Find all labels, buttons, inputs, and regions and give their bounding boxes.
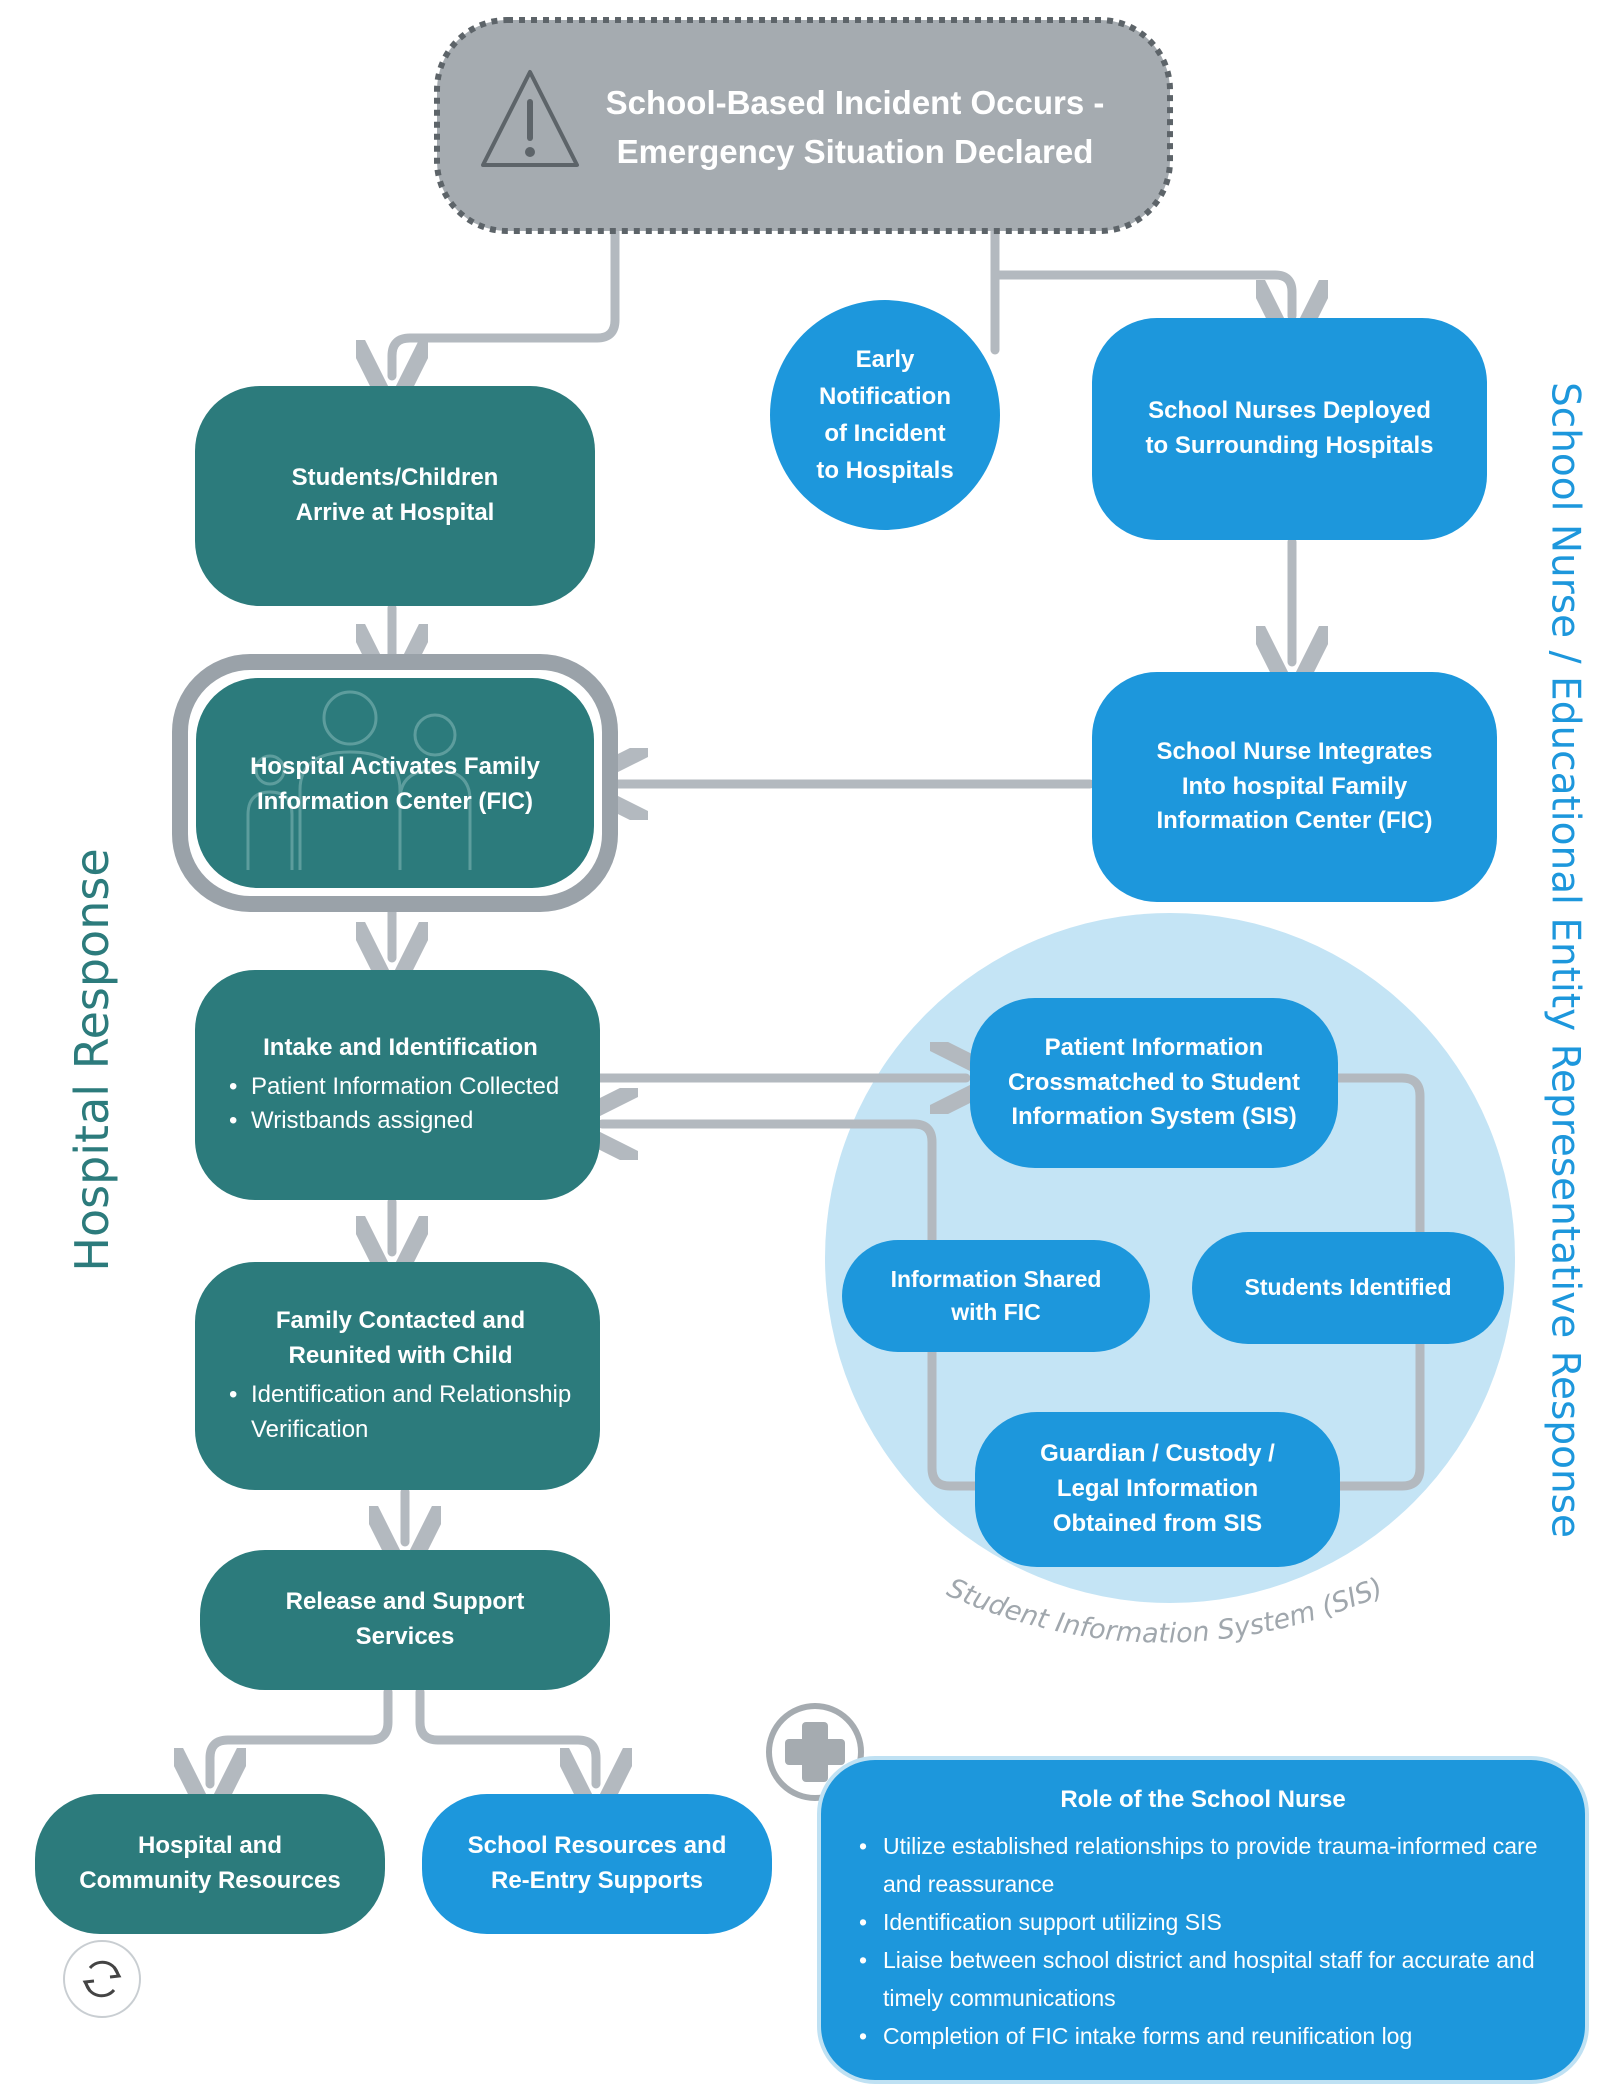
nurse-integrates-line: School Nurse Integrates [1156,737,1433,765]
family-node: Family Contacted and Reunited with Child… [195,1262,600,1490]
arrow-release-to-hospital [210,1687,393,1784]
hospital-resources-line: Community Resources [79,1867,341,1894]
early-notification-line: of Incident [824,420,946,447]
family-title: Family Contacted and Reunited with Child [275,1307,526,1370]
release-line: Release and Support [285,1588,525,1616]
incident-text: School-Based Incident Occurs - Emergency… [575,62,1135,192]
arrow-release-to-school [415,1687,596,1784]
arrow-shared-to-intake [602,1124,937,1273]
hospital-resources-line: Hospital and [137,1832,282,1860]
crossmatch-line: Crossmatched to Student [1007,1068,1301,1096]
fic-inner [196,678,594,888]
role-item: Utilize established relationships to pro… [859,1828,1565,1904]
fic-activate-line: Hospital Activates Family [250,753,540,781]
students-arrive-line: Arrive at Hospital [295,499,495,526]
early-notification-line: Early [855,345,915,373]
nurse-integrates-line: Into hospital Family [1181,772,1408,800]
intake-node: Intake and Identification Patient Inform… [195,970,600,1200]
nurses-deployed-line: to Surrounding Hospitals [1145,432,1434,459]
line-guardian-loop [927,1345,980,1491]
hospital-response-label: Hospital Response [65,848,119,1272]
nurse-integrates-line: Information Center (FIC) [1156,807,1433,835]
intake-bullet: Patient Information Collected [229,1070,559,1105]
sis-identified-node: Students Identified [1192,1232,1504,1344]
family-bullets: Identification and Relationship Verifica… [223,1378,578,1448]
fic-activate-line: Information Center (FIC) [257,788,533,815]
release-node: Release and Support Services [200,1550,610,1690]
crossmatch-line: Information System (SIS) [1011,1103,1297,1131]
arrow-incident-to-nurses [993,270,1292,316]
family-people-icon [246,690,472,870]
role-item: Completion of FIC intake forms and reuni… [859,2018,1565,2056]
shared-line: Information Shared [890,1265,1102,1292]
early-notification-line: Notification [819,382,951,410]
hospital-resources-node: Hospital and Community Resources [35,1794,385,1934]
students-arrive-line: Students/Children [291,464,499,492]
refresh-button[interactable] [63,1940,141,2018]
nurse-integrates-node: School Nurse Integrates Into hospital Fa… [1092,672,1497,902]
arrow-incident-to-students [392,227,620,376]
sis-guardian-node: Guardian / Custody / Legal Information O… [975,1412,1340,1567]
nurses-deployed-node: School Nurses Deployed to Surrounding Ho… [1092,318,1487,540]
release-line: Services [355,1623,455,1650]
incident-line-2: Emergency Situation Declared [616,133,1094,170]
guardian-line: Obtained from SIS [1052,1509,1263,1537]
students-arrive-node: Students/Children Arrive at Hospital [195,386,595,606]
early-notification-node: Early Notification of Incident to Hospit… [770,300,1000,530]
role-list: Utilize established relationships to pro… [821,1828,1585,2056]
school-resources-node: School Resources and Re-Entry Supports [422,1794,772,1934]
warning-triangle-icon [481,70,579,167]
nurses-deployed-line: School Nurses Deployed [1148,397,1431,425]
school-response-label: School Nurse / Educational Entity Repres… [1542,382,1588,1538]
school-resources-line: Re-Entry Supports [490,1867,703,1894]
incident-box [434,17,1173,234]
family-bullet: Identification and Relationship Verifica… [229,1378,578,1448]
role-item: Identification support utilizing SIS [859,1904,1565,1942]
early-notification-line: to Hospitals [816,457,954,485]
role-of-school-nurse-box: Role of the School Nurse Utilize establi… [817,1756,1589,2084]
intake-bullets: Patient Information Collected Wristbands… [223,1070,559,1140]
shared-line: with FIC [951,1299,1041,1325]
intake-bullet: Wristbands assigned [229,1104,559,1139]
intake-title: Intake and Identification [263,1033,538,1061]
fic-activate-node: Hospital Activates Family Information Ce… [205,700,585,870]
role-title: Role of the School Nurse [1060,1786,1346,1813]
school-resources-line: School Resources and [467,1832,727,1860]
guardian-line: Guardian / Custody / [1040,1440,1275,1468]
sis-crossmatch-node: Patient Information Crossmatched to Stud… [970,998,1338,1168]
guardian-line: Legal Information [1056,1475,1259,1503]
sis-shared-node: Information Shared with FIC [842,1240,1150,1352]
crossmatch-line: Patient Information [1044,1033,1264,1061]
role-item: Liaise between school district and hospi… [859,1942,1565,2018]
incident-line-1: School-Based Incident Occurs - [605,83,1105,121]
identified-line: Students Identified [1244,1274,1452,1301]
